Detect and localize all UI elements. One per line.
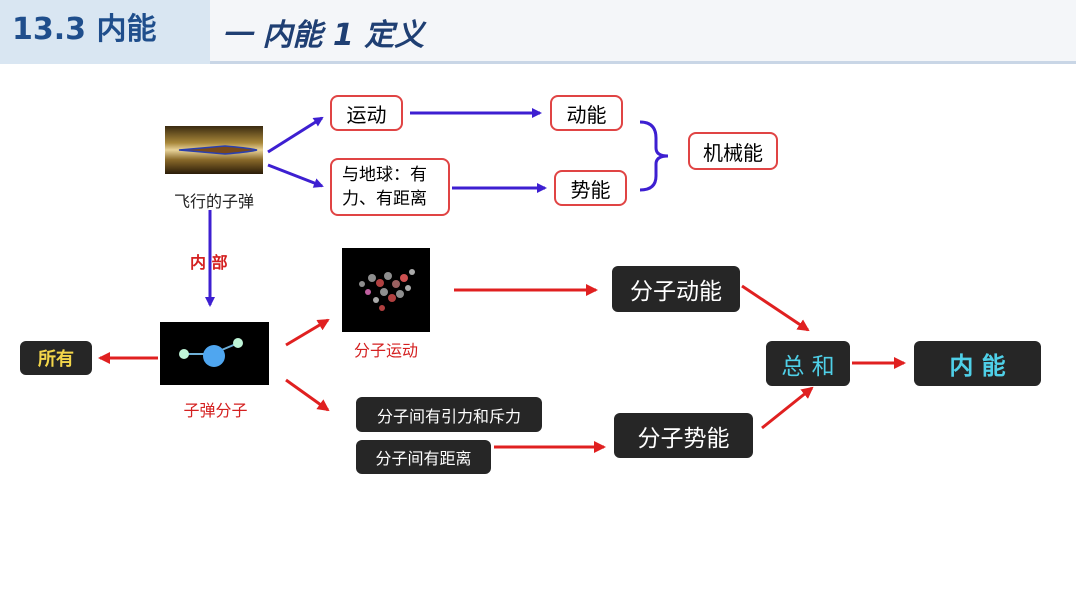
sum-box: 总 和 [766, 341, 850, 386]
molecule-icon [179, 338, 243, 367]
molecule-image [160, 322, 269, 385]
molecule-cluster-icon [359, 269, 415, 311]
arrow-bullet-to-motion [267, 116, 324, 154]
potential-box: 势能 [554, 170, 627, 206]
bullet-image [165, 126, 263, 174]
force-between-box: 分子间有引力和斥力 [356, 397, 542, 432]
molecular-kinetic-box: 分子动能 [612, 266, 740, 312]
bullet-icon [178, 145, 258, 155]
distance-between-box: 分子间有距离 [356, 440, 491, 474]
arrow-molpotential-to-sum [761, 386, 814, 430]
arrow-molecule-to-forces [285, 378, 330, 412]
kinetic-box: 动能 [550, 95, 623, 131]
molecular-motion-label: 分子运动 [353, 341, 418, 360]
mechanical-box: 机械能 [688, 132, 778, 170]
brace-mechanical [639, 120, 669, 192]
internal-label: 内 部 [190, 253, 228, 272]
arrow-molecule-to-motion [285, 318, 330, 347]
molecular-potential-box: 分子势能 [614, 413, 753, 458]
arrow-molkinetic-to-sum [741, 284, 810, 332]
page-title: 13.3 内能 [12, 12, 157, 47]
arrow-bullet-to-earth [267, 163, 324, 188]
internal-energy-box: 内 能 [914, 341, 1041, 386]
all-box: 所有 [20, 341, 92, 375]
header-bar [210, 0, 1076, 64]
bullet-molecule-label: 子弹分子 [183, 401, 248, 420]
bullet-label: 飞行的子弹 [173, 192, 254, 211]
header-tab [0, 0, 210, 64]
motion-box: 运动 [330, 95, 403, 131]
section-title: 一 内能 1 定义 [222, 18, 425, 53]
molecular-motion-image [342, 248, 430, 332]
earth-interaction-box: 与地球：有力、有距离 [330, 158, 450, 216]
